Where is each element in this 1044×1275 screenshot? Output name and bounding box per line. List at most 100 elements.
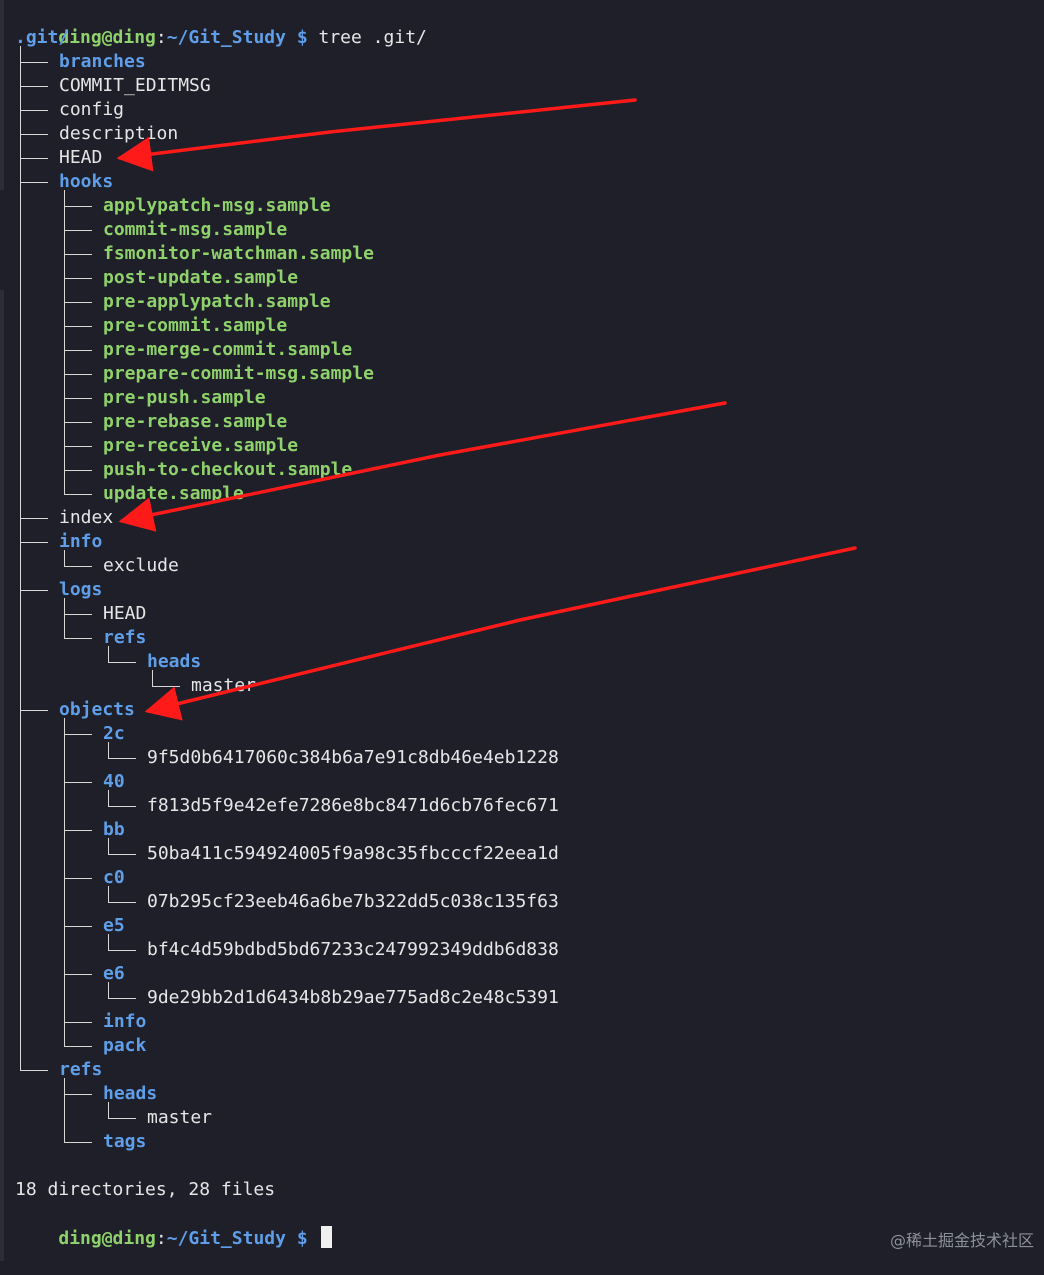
tree-branch-line [64, 374, 92, 375]
tree-branch-line [64, 974, 92, 975]
tree-entry-name: description [59, 123, 179, 144]
tree-file-row: pre-commit.sample [103, 314, 287, 338]
tree-trunk-line [108, 982, 109, 998]
tree-file-row: bf4c4d59bdbd5bd67233c247992349ddb6d838 [147, 938, 559, 962]
tree-file-row: index [59, 506, 113, 530]
tree-branch-line [64, 1094, 92, 1095]
tree-branch-line [20, 158, 48, 159]
tree-file-row: 07b295cf23eeb46a6be7b322dd5c038c135f63 [147, 890, 559, 914]
tree-dir-row: e6 [103, 962, 125, 986]
tree-dir-row: logs [59, 578, 102, 602]
tree-entry-name: index [59, 507, 114, 528]
tree-entry-name: .git/ [15, 27, 70, 48]
tree-entry-name: refs [103, 627, 147, 648]
tree-entry-name: config [59, 99, 125, 120]
tree-branch-line [64, 326, 92, 327]
tree-file-row: pre-merge-commit.sample [103, 338, 352, 362]
tree-entry-name: heads [147, 651, 202, 672]
tree-file-row: 50ba411c594924005f9a98c35fbcccf22eea1d [147, 842, 559, 866]
tree-entry-name: objects [59, 699, 135, 720]
tree-dir-row: 2c [103, 722, 125, 746]
tree-branch-line [64, 206, 92, 207]
tree-branch-line [64, 1022, 92, 1023]
watermark: @稀土掘金技术社区 [889, 1231, 1034, 1250]
tree-entry-name: heads [103, 1083, 158, 1104]
tree-trunk-line [108, 838, 109, 854]
tree-branch-line [64, 1142, 92, 1143]
prompt-path: ~/Git_Study [166, 1228, 286, 1249]
tree-dir-row: heads [147, 650, 201, 674]
tree-entry-name: update.sample [103, 483, 244, 504]
tree-entry-name: pre-commit.sample [103, 315, 288, 336]
tree-dir-row: branches [59, 50, 146, 74]
command-text: tree .git/ [318, 27, 427, 48]
tree-branch-line [64, 1046, 92, 1047]
tree-trunk-line [108, 646, 109, 662]
tree-entry-name: post-update.sample [103, 267, 299, 288]
tree-entry-name: 07b295cf23eeb46a6be7b322dd5c038c135f63 [147, 891, 559, 912]
tree-entry-name: pre-applypatch.sample [103, 291, 331, 312]
tree-branch-line [64, 878, 92, 879]
prompt-separator: : [155, 27, 167, 48]
tree-branch-line [20, 134, 48, 135]
tree-branch-line [64, 446, 92, 447]
tree-entry-name: pack [103, 1035, 147, 1056]
tree-branch-line [20, 86, 48, 87]
tree-entry-name: applypatch-msg.sample [103, 195, 331, 216]
tree-branch-line [64, 638, 92, 639]
tree-file-row: exclude [103, 554, 179, 578]
tree-entry-name: HEAD [103, 603, 147, 624]
tree-file-row: 9f5d0b6417060c384b6a7e91c8db46e4eb1228 [147, 746, 559, 770]
summary-line: 18 directories, 28 files [15, 1179, 276, 1200]
tree-file-row: HEAD [103, 602, 146, 626]
prompt-line: ding@ding:~/Git_Study $ tree .git/ [15, 2, 427, 48]
prompt-line-2: ding@ding:~/Git_Study $ [15, 1202, 332, 1249]
tree-file-row: pre-applypatch.sample [103, 290, 331, 314]
tree-dir-row: tags [103, 1130, 146, 1154]
prompt-symbol: $ [296, 1228, 308, 1249]
prompt-user-host: ding@ding [58, 27, 156, 48]
tree-dir-row: info [59, 530, 102, 554]
tree-dir-row: info [103, 1010, 146, 1034]
terminal-cursor [320, 1226, 332, 1248]
tree-entry-name: exclude [103, 555, 179, 576]
tree-entry-name: branches [59, 51, 146, 72]
tree-dir-row: pack [103, 1034, 146, 1058]
tree-entry-name: info [59, 531, 103, 552]
tree-file-row: 9de29bb2d1d6434b8b29ae775ad8c2e48c5391 [147, 986, 559, 1010]
tree-entry-name: prepare-commit-msg.sample [103, 363, 374, 384]
tree-file-row: master [191, 674, 256, 698]
tree-entry-name: pre-receive.sample [103, 435, 299, 456]
prompt-separator: : [155, 1228, 167, 1249]
tree-entry-name: 2c [103, 723, 125, 744]
tree-entry-name: fsmonitor-watchman.sample [103, 243, 374, 264]
tree-branch-line [64, 494, 92, 495]
tree-dir-row: e5 [103, 914, 125, 938]
tree-branch-line [108, 1118, 136, 1119]
tree-branch-line [108, 854, 136, 855]
tree-entry-name: info [103, 1011, 147, 1032]
tree-entry-name: bf4c4d59bdbd5bd67233c247992349ddb6d838 [147, 939, 559, 960]
tree-dir-row: heads [103, 1082, 157, 1106]
tree-entry-name: commit-msg.sample [103, 219, 288, 240]
tree-file-row: description [59, 122, 178, 146]
tree-trunk-line [152, 670, 153, 686]
tree-dir-row: 40 [103, 770, 125, 794]
tree-branch-line [20, 182, 48, 183]
tree-branch-line [64, 830, 92, 831]
tree-branch-line [64, 350, 92, 351]
tree-file-row: master [147, 1106, 212, 1130]
tree-branch-line [20, 590, 48, 591]
tree-branch-line [64, 614, 92, 615]
tree-entry-name: e5 [103, 915, 125, 936]
tree-entry-name: pre-push.sample [103, 387, 266, 408]
tree-branch-line [20, 710, 48, 711]
tree-branch-line [64, 302, 92, 303]
tree-branch-line [64, 254, 92, 255]
tree-entry-name: hooks [59, 171, 114, 192]
tree-trunk-line [64, 550, 65, 566]
tree-branch-line [20, 542, 48, 543]
tree-file-row: fsmonitor-watchman.sample [103, 242, 374, 266]
tree-branch-line [20, 110, 48, 111]
